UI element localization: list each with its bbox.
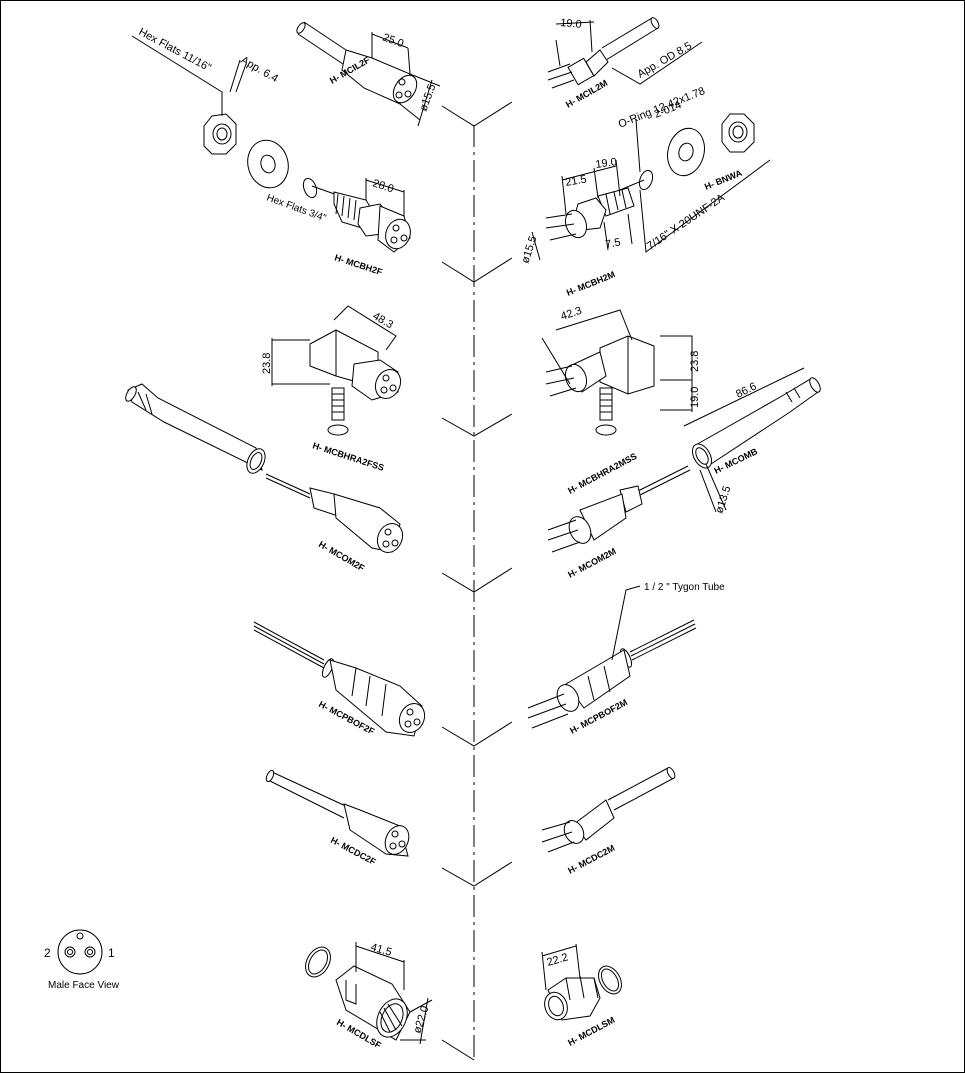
connector-mcil2m [547, 17, 703, 89]
label-bnwa: H- BNWA [703, 168, 744, 192]
dim-tygon: 1 / 2 " Tygon Tube [644, 582, 725, 593]
dim-mcbh2m-a: 21.5 [564, 173, 587, 189]
label-mcdc2m: H- MCDC2M [566, 843, 616, 876]
boot-left [125, 383, 266, 474]
connector-mcbhra2mss [541, 309, 693, 436]
dim-mcbh2m-b: 19.0 [595, 156, 618, 171]
dim-hex-flats-1116: Hex Flats 11/16" [137, 26, 213, 74]
dim-thread: 7/16" X 20UNF-2A [645, 191, 727, 252]
dim-mcbh2f-len: 28.0 [371, 177, 395, 195]
center-axis [441, 101, 513, 1061]
label-mcbhra2fss: H- MCBHRA2FSS [311, 440, 385, 473]
dim-mcdlsm-len: 22.2 [546, 951, 570, 968]
dim-mcbh2m-dia: ø15.5 [519, 234, 539, 264]
face-view-caption: Male Face View [48, 980, 120, 991]
hex-nut-left [131, 35, 247, 155]
dim-ra-m-h2: 19.0 [689, 387, 701, 408]
label-mcbh2f: H- MCBH2F [333, 252, 384, 277]
face-view-pin2: 2 [44, 946, 51, 960]
connector-mcpbof2f [253, 621, 426, 737]
dim-mcomb-len: 86.6 [734, 381, 759, 401]
label-mcil2m: H- MCIL2M [564, 78, 609, 110]
connector-mcdlsm [541, 943, 601, 1021]
connector-mcpbof2m [527, 585, 697, 729]
connector-mcdc2f [265, 769, 410, 857]
dim-ra-m-len: 42.3 [559, 305, 583, 323]
dim-mcdlsf-len: 41.5 [369, 941, 393, 958]
connector-mcom2m [547, 465, 691, 553]
male-face-view [57, 929, 103, 975]
oring-mcdlsm [598, 965, 622, 995]
hex-nut-right [721, 113, 755, 153]
dim-ra-f-h: 23.8 [261, 353, 273, 374]
dim-mcil2m-od: App. OD 8.5 [636, 40, 694, 81]
connector-mcdlsf [305, 942, 433, 1045]
connector-mcom2f [265, 473, 404, 554]
boot-mcomb [683, 367, 821, 513]
connector-mcbh2m [531, 119, 771, 261]
dim-mcil2m-len: 19.0 [560, 17, 582, 31]
face-view-pin1: 1 [108, 946, 115, 960]
label-mcom2f: H- MCOM2F [317, 539, 367, 573]
washer-right [667, 127, 705, 177]
dim-mcil2f-dia: ø15.5 [418, 82, 439, 113]
label-mcbh2m: H- MCBH2M [565, 269, 616, 298]
dim-mcbh2m-c: 7.5 [604, 236, 621, 250]
dim-hex-flats-34: Hex Flats 3/4" [265, 192, 328, 224]
connector-mcbh2f [302, 177, 411, 253]
dim-app-64: App. 6.4 [239, 54, 280, 85]
connector-mcbhra2fss [271, 305, 402, 436]
label-mcdlsm: H- MCDLSM [566, 1015, 616, 1048]
connector-mcil2f [296, 21, 441, 127]
label-mcom2m: H- MCOM2M [566, 546, 617, 580]
dim-mcil2f-len: 25.0 [381, 32, 405, 51]
connector-mcdc2m [541, 767, 676, 853]
dim-ra-m-h: 23.8 [689, 351, 701, 372]
washer-left [247, 139, 289, 189]
